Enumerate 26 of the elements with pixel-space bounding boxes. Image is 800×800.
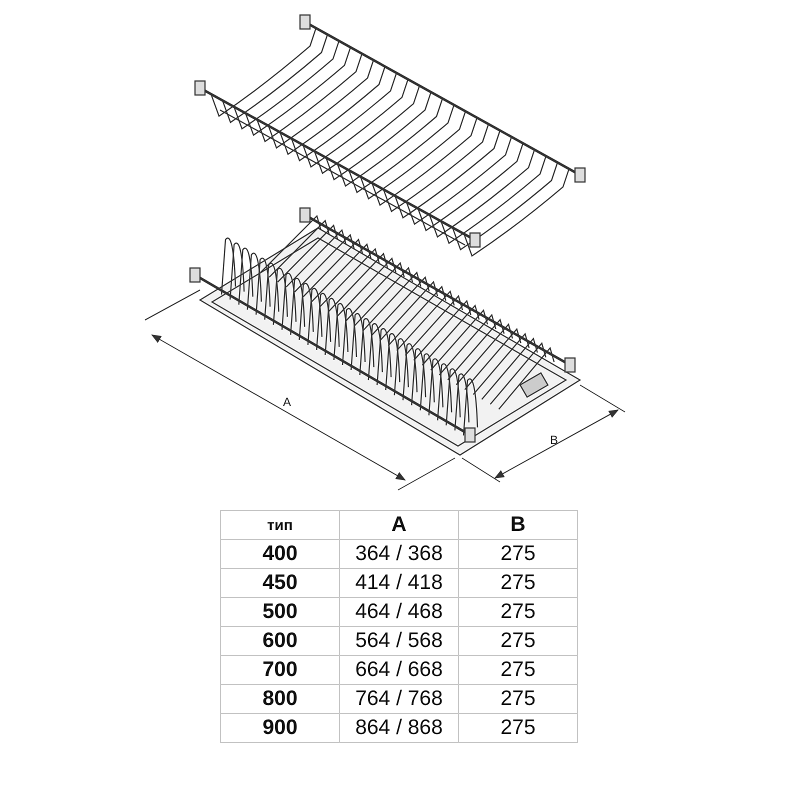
dimension-label: B [550,433,558,447]
table-cell: 800 [220,684,340,714]
header-cell: тип [220,510,340,540]
table-cell: 764 / 768 [340,684,458,714]
table-cell: 464 / 468 [340,598,458,626]
table-cell: 864 / 868 [340,714,458,742]
table-cell: 450 [220,568,340,598]
table-cell: 364 / 368 [340,540,458,568]
table-cell: 414 / 418 [340,568,458,598]
table-cell: 275 [458,598,578,626]
table-cell: 664 / 668 [340,656,458,684]
table-cell: 275 [458,626,578,656]
table-cell: 275 [458,568,578,598]
dimension-label: A [283,395,292,409]
table-cell: 400 [220,540,340,568]
table-cell: 275 [458,684,578,714]
table-cell: 900 [220,714,340,742]
table-cell: 564 / 568 [340,626,458,656]
table-cell: 500 [220,598,340,626]
table-cell: 275 [458,714,578,742]
table-cell: 700 [220,656,340,684]
table-cell: 275 [458,540,578,568]
table-cell: 600 [220,626,340,656]
table-cell: 275 [458,656,578,684]
header-cell: A [340,510,458,540]
header-cell: B [458,510,578,540]
